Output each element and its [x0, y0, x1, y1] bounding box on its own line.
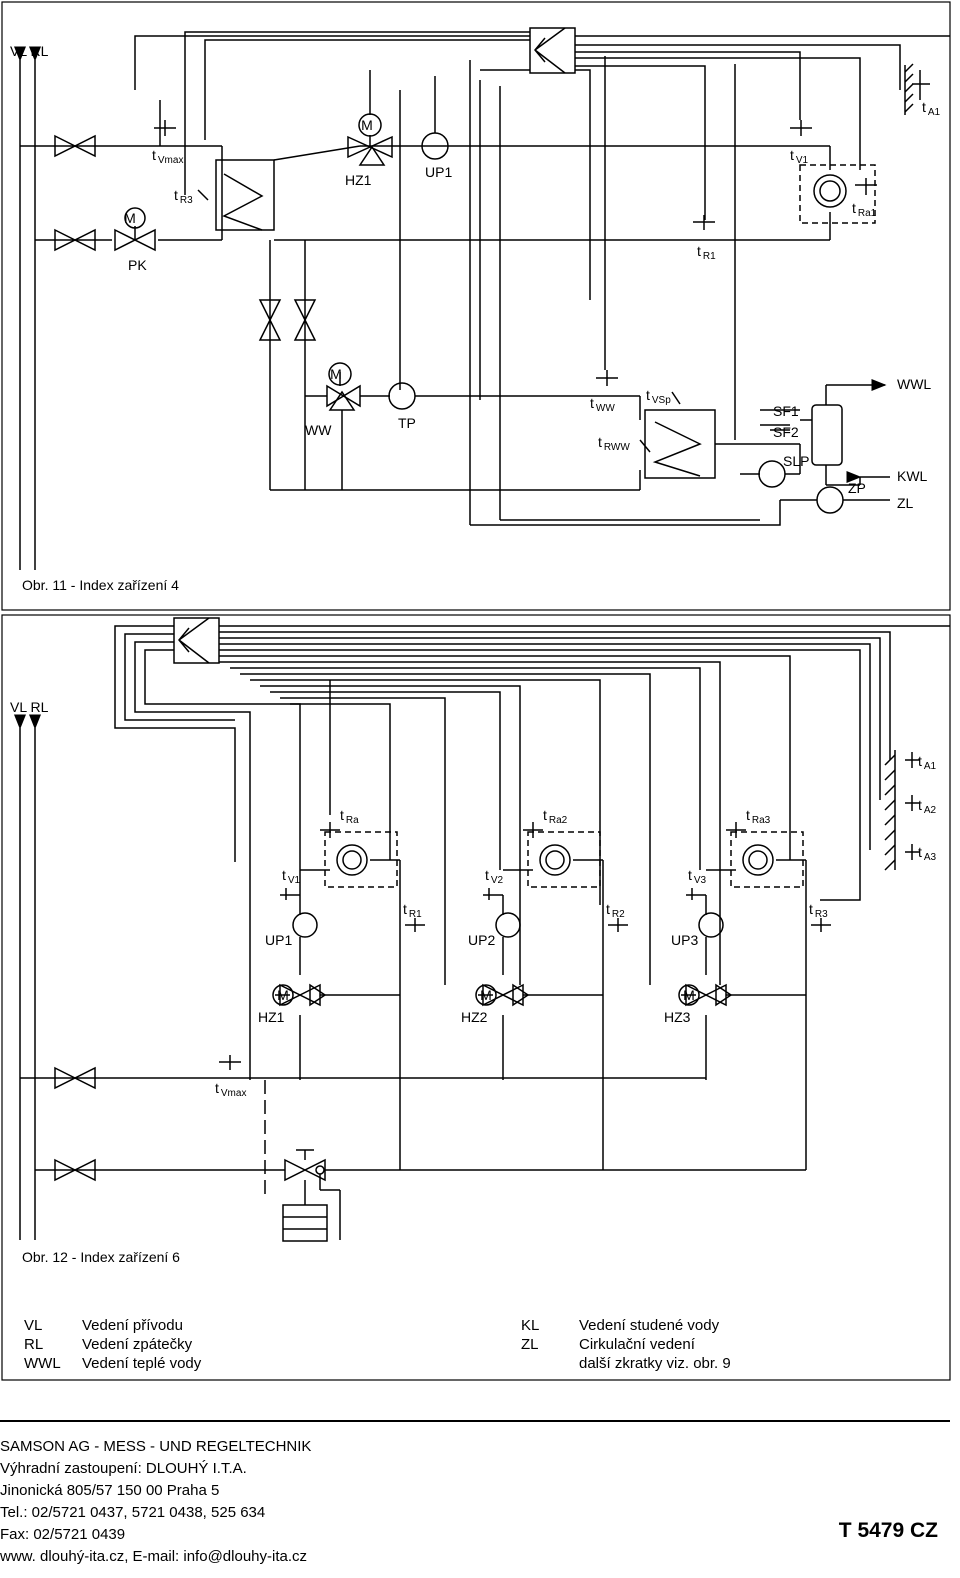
legend-item: RL Vedení zpátečky	[24, 1335, 201, 1354]
representative-line: Výhradní zastoupení: DLOUHÝ I.T.A.	[0, 1460, 247, 1477]
legend-item: ZL Cirkulační vedení	[521, 1335, 731, 1354]
circuit-3	[678, 822, 831, 1170]
fig11-zl-label: ZL	[897, 495, 914, 511]
legend-text: další zkratky viz. obr. 9	[579, 1355, 731, 1372]
fig11-ww-label: WW	[305, 422, 332, 438]
fig12-caption: Obr. 12 - Index zařízení 6	[22, 1249, 180, 1265]
web-email-line: www. dlouhý-ita.cz, E-mail: info@dlouhy-…	[0, 1548, 308, 1565]
phone-line: Tel.: 02/5721 0437, 5721 0438, 525 634	[0, 1504, 266, 1521]
figure-12-diagram	[1, 614, 951, 1381]
footer-divider	[0, 1420, 950, 1422]
figure-11-diagram	[1, 1, 951, 611]
fig11-sf1-label: SF1	[773, 403, 799, 419]
fig12-hz3-label: HZ3	[664, 1009, 691, 1025]
address-line: Jinonická 805/57 150 00 Praha 5	[0, 1482, 220, 1499]
fig11-pk-label: PK	[128, 257, 147, 273]
fig11-tp-label: TP	[398, 415, 416, 431]
fig11-pk-motor: M	[124, 210, 136, 226]
fig12-vlrl-label: VL RL	[10, 699, 49, 715]
fig12-up2-label: UP2	[468, 932, 495, 948]
legend-item: KL Vedení studené vody	[521, 1316, 731, 1335]
fig11-vlrl-label: VL RL	[10, 43, 49, 59]
fig11-caption: Obr. 11 - Index zařízení 4	[22, 577, 179, 593]
legend-item: WWL Vedení teplé vody	[24, 1354, 201, 1373]
legend-text: Cirkulační vedení	[579, 1336, 695, 1353]
legend-abbr: ZL	[521, 1336, 539, 1353]
fig12-hz3-motor: M	[683, 987, 695, 1003]
legend-item: VL Vedení přívodu	[24, 1316, 201, 1335]
fig12-hz1-label: HZ1	[258, 1009, 285, 1025]
legend-abbr: WWL	[24, 1355, 61, 1372]
fax-line: Fax: 02/5721 0439	[0, 1526, 126, 1543]
fig11-ww-motor: M	[330, 366, 342, 382]
legend-text: Vedení zpátečky	[82, 1336, 193, 1353]
legend-text: Vedení studené vody	[579, 1317, 720, 1334]
legend-left: VL Vedení přívodu RL Vedení zpátečky WWL Ve…	[24, 1316, 201, 1373]
fig12-hz1-motor: M	[277, 987, 289, 1003]
fig12-up3-label: UP3	[671, 932, 698, 948]
fig11-hz1-motor: M	[361, 117, 373, 133]
legend-text: Vedení teplé vody	[82, 1355, 202, 1372]
fig11-wwl-label: WWL	[897, 376, 931, 392]
company-name: SAMSON AG - MESS - UND REGELTECHNIK	[0, 1438, 312, 1455]
footer: SAMSON AG - MESS - UND REGELTECHNIK Výhr…	[0, 1436, 311, 1568]
fig11-zp-label: ZP	[848, 480, 866, 496]
fig11-slp-label: SLP	[783, 453, 809, 469]
legend-item: další zkratky viz. obr. 9	[521, 1354, 731, 1373]
fig12-hz2-motor: M	[480, 987, 492, 1003]
document-number: T 5479 CZ	[838, 1519, 938, 1542]
legend-abbr: RL	[24, 1336, 44, 1353]
fig11-sf2-label: SF2	[773, 424, 799, 440]
fig12-hz2-label: HZ2	[461, 1009, 488, 1025]
fig11-hz1-label: HZ1	[345, 172, 372, 188]
fig12-up1-label: UP1	[265, 932, 292, 948]
circuit-1	[272, 822, 425, 1170]
fig11-kwl-label: KWL	[897, 468, 928, 484]
legend-right: KL Vedení studené vody ZL Cirkulační veden…	[521, 1316, 731, 1373]
legend-abbr: KL	[521, 1317, 540, 1334]
fig11-up1-label: UP1	[425, 164, 452, 180]
legend-text: Vedení přívodu	[82, 1317, 183, 1334]
schematics	[1, 1, 951, 1381]
circuit-2	[475, 822, 628, 1170]
legend-abbr: VL	[24, 1317, 43, 1334]
